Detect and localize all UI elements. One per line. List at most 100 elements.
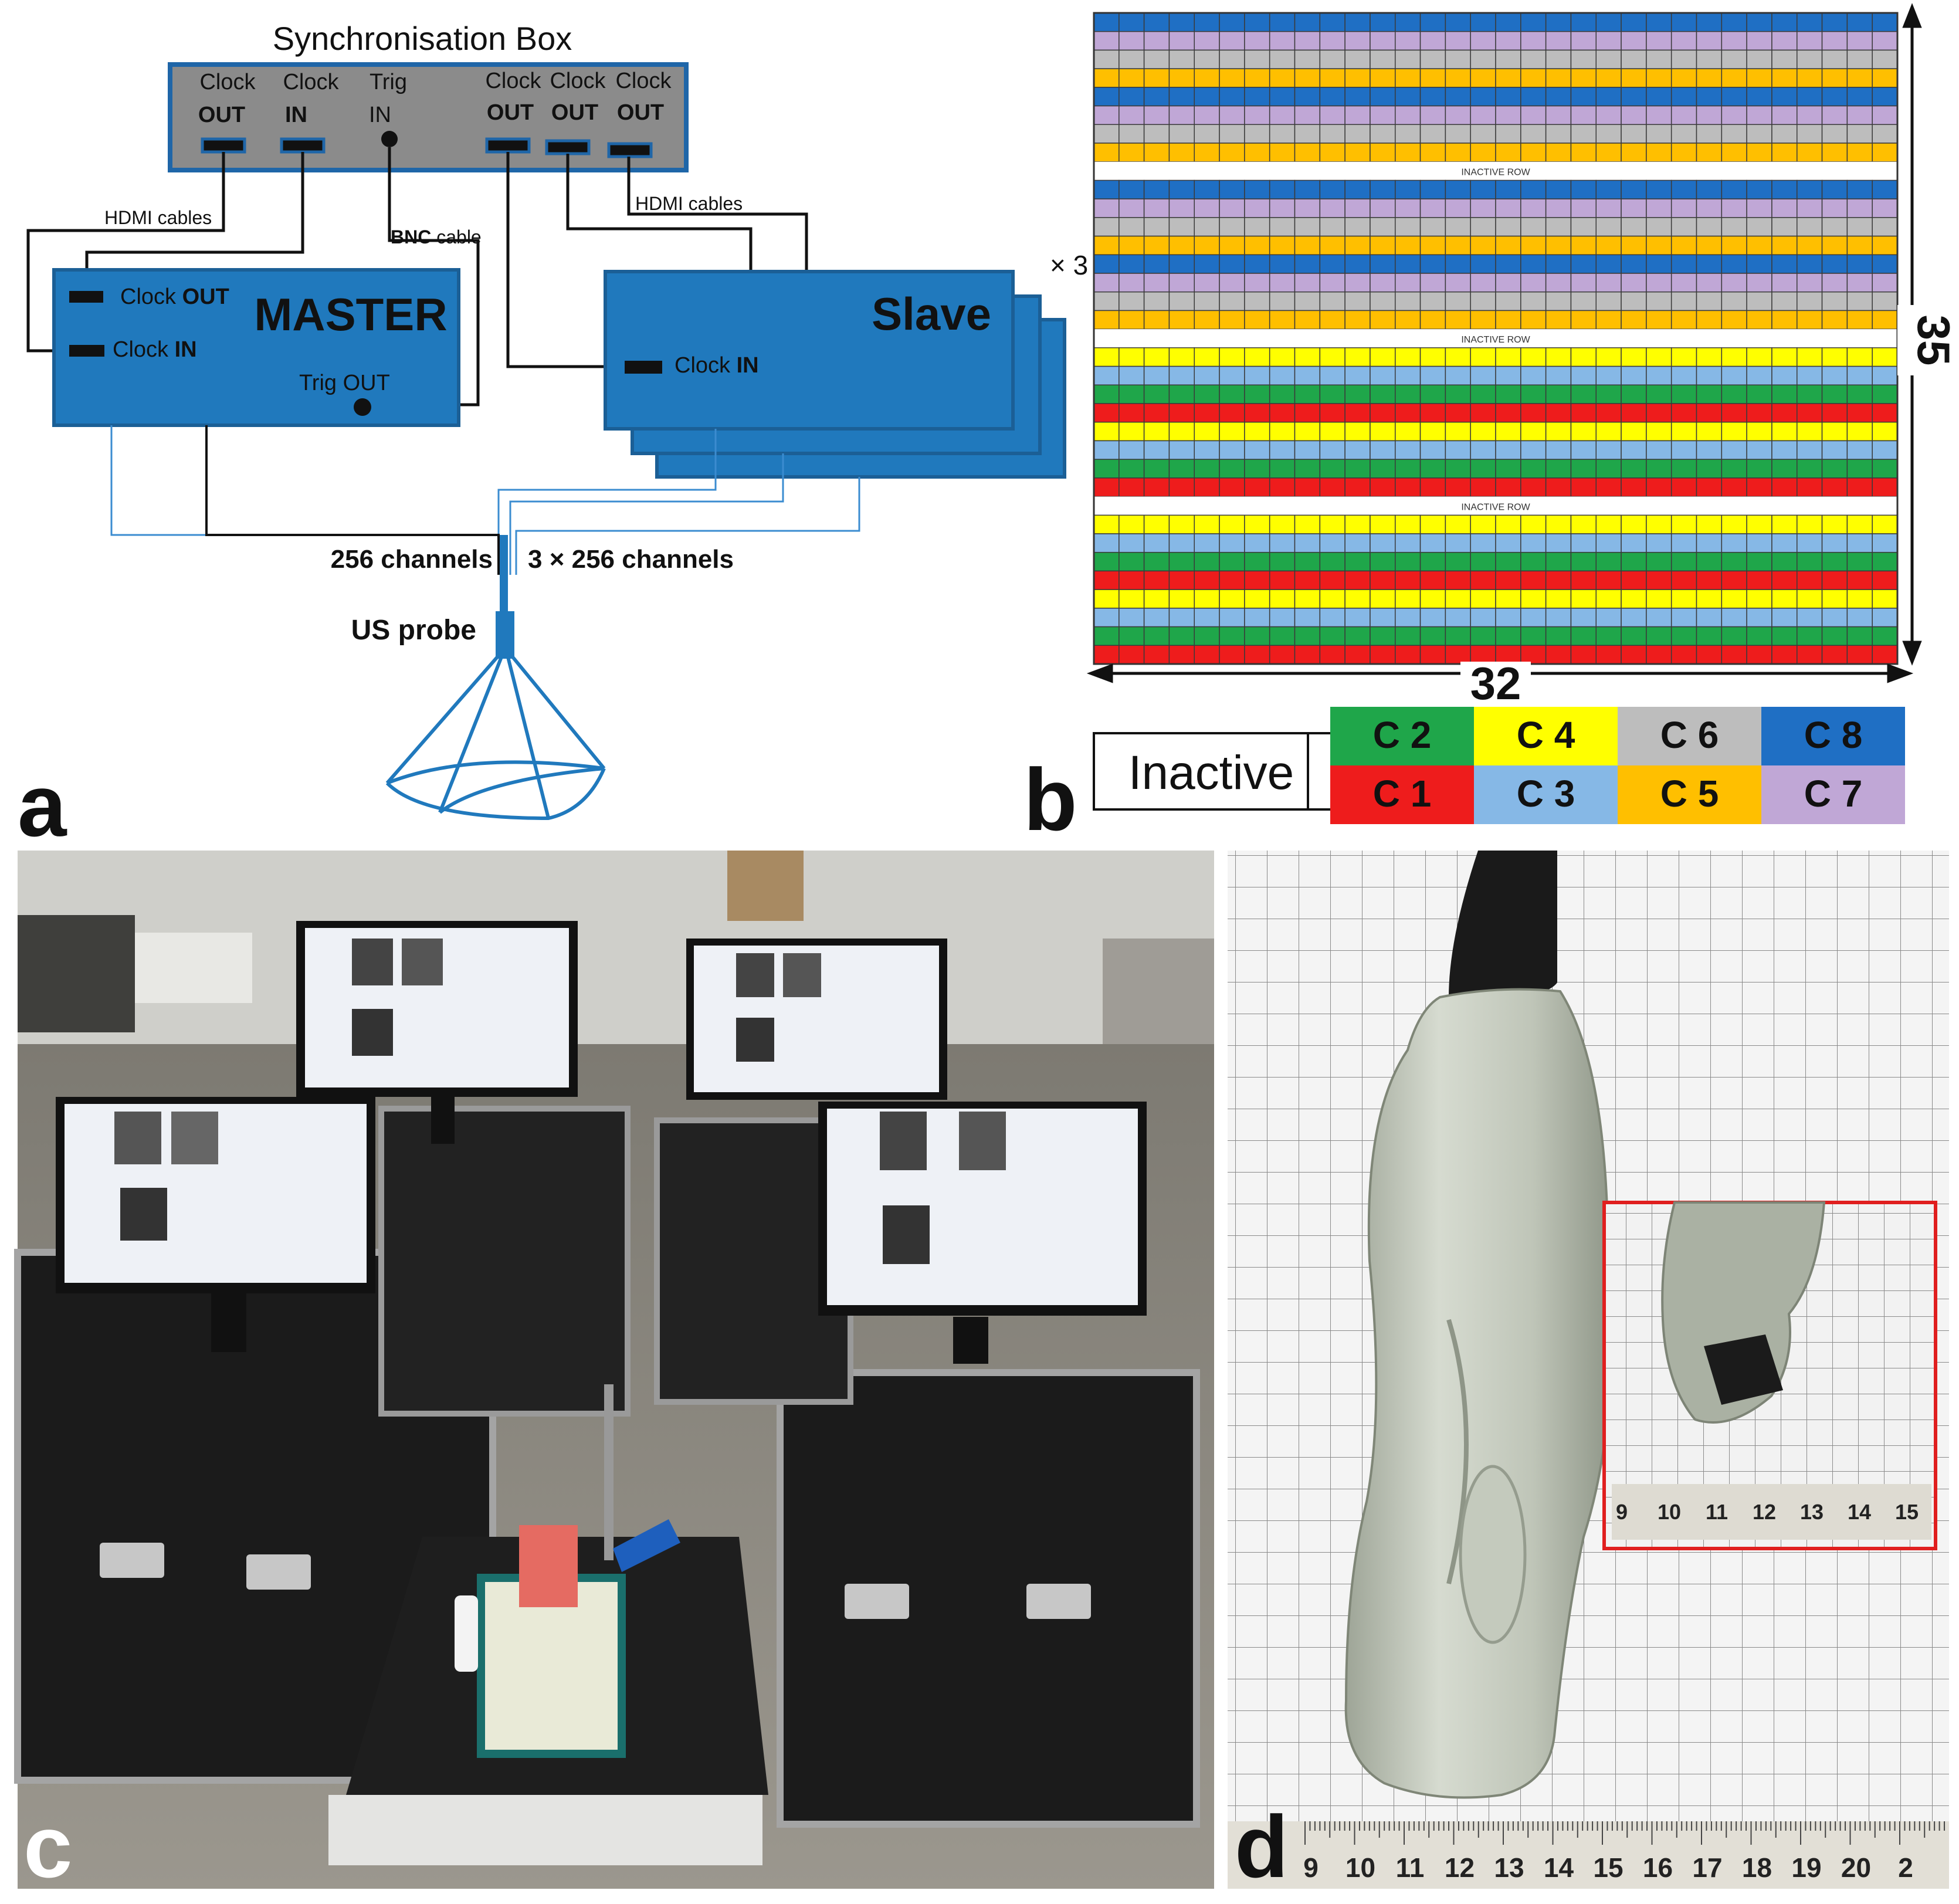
array-element-c4 (1545, 347, 1572, 367)
array-element-c3 (1570, 533, 1597, 553)
array-element-c6 (1646, 49, 1672, 69)
array-element-c7 (1595, 198, 1622, 218)
array-element-c4 (1244, 347, 1270, 367)
array-element-c6 (1771, 49, 1798, 69)
array-element-c3 (1194, 533, 1220, 553)
array-element-c2 (1746, 626, 1772, 646)
array-element-c1 (1670, 403, 1697, 423)
array-element-c4 (1119, 514, 1145, 534)
inactive-row (1094, 496, 1897, 516)
array-element-c1 (1093, 477, 1120, 497)
array-element-c2 (1269, 384, 1296, 404)
array-element-c1 (1119, 645, 1145, 665)
array-element-c4 (1646, 514, 1672, 534)
array-element-c8 (1570, 87, 1597, 107)
array-element-c3 (1470, 608, 1496, 628)
array-element-c5 (1219, 143, 1245, 162)
sync-box-title: Synchronisation Box (273, 20, 572, 57)
array-element-c1 (1846, 570, 1873, 590)
array-element-c8 (1470, 12, 1496, 32)
array-element-c8 (1771, 179, 1798, 199)
array-element-c6 (1495, 124, 1521, 144)
array-element-c5 (1797, 68, 1823, 88)
master-clock-out-bold: OUT (182, 284, 229, 309)
legend-label-c8: C 8 (1804, 714, 1863, 756)
array-element-c7 (1143, 105, 1170, 126)
array-element-c3 (1269, 440, 1296, 460)
array-element-c8 (1395, 12, 1421, 32)
array-element-c6 (1746, 217, 1772, 237)
legend-inactive-box (1093, 732, 1309, 811)
array-element-c2 (1419, 459, 1446, 479)
array-element-c3 (1194, 608, 1220, 628)
array-element-c4 (1419, 347, 1446, 367)
array-element-c5 (1370, 310, 1396, 330)
array-element-c3 (1821, 365, 1848, 386)
array-element-c6 (1797, 124, 1823, 144)
array-element-c6 (1119, 124, 1145, 144)
array-element-c3 (1470, 533, 1496, 553)
array-element-c6 (1470, 49, 1496, 69)
array-element-c4 (1344, 347, 1371, 367)
array-element-c7 (1545, 273, 1572, 293)
array-element-c4 (1570, 421, 1597, 442)
array-element-c8 (1119, 87, 1145, 107)
array-element-c1 (1219, 477, 1245, 497)
array-element-c1 (1696, 645, 1723, 665)
array-element-c8 (1797, 12, 1823, 32)
array-element-c8 (1168, 87, 1195, 107)
array-element-c3 (1445, 533, 1471, 553)
array-element-c6 (1093, 49, 1120, 69)
array-element-c6 (1646, 124, 1672, 144)
array-element-c8 (1319, 254, 1345, 274)
array-element-c4 (1370, 421, 1396, 442)
array-element-c1 (1545, 645, 1572, 665)
array-element-c1 (1244, 645, 1270, 665)
array-element-c1 (1570, 477, 1597, 497)
array-element-c3 (1495, 608, 1521, 628)
array-element-c7 (1445, 198, 1471, 218)
array-element-c1 (1269, 570, 1296, 590)
array-element-c7 (1520, 198, 1547, 218)
array-element-c7 (1821, 31, 1848, 51)
array-element-c7 (1319, 198, 1345, 218)
array-element-c8 (1495, 179, 1521, 199)
cable-clock-out-master-in (26, 152, 225, 353)
array-element-c4 (1520, 514, 1547, 534)
array-element-c4 (1194, 421, 1220, 442)
array-element-c8 (1219, 254, 1245, 274)
array-element-c5 (1093, 235, 1120, 256)
array-element-c5 (1646, 310, 1672, 330)
array-element-c1 (1470, 403, 1496, 423)
width-arrow-left (1086, 663, 1113, 683)
array-element-c5 (1319, 143, 1345, 162)
array-element-c7 (1721, 198, 1747, 218)
array-element-c4 (1395, 514, 1421, 534)
array-element-c1 (1570, 403, 1597, 423)
array-element-c8 (1093, 254, 1120, 274)
array-element-c4 (1797, 514, 1823, 534)
width-arrow-right (1887, 663, 1914, 683)
array-element-c2 (1344, 384, 1371, 404)
array-element-c2 (1570, 626, 1597, 646)
array-element-c8 (1746, 179, 1772, 199)
array-element-c6 (1721, 49, 1747, 69)
array-element-c3 (1244, 365, 1270, 386)
array-element-c7 (1495, 105, 1521, 126)
array-element-c3 (1696, 533, 1723, 553)
array-element-c8 (1520, 254, 1547, 274)
array-element-c5 (1419, 143, 1446, 162)
array-element-c3 (1570, 365, 1597, 386)
array-element-c4 (1495, 589, 1521, 609)
master-trig-out-connector (354, 398, 371, 416)
array-element-c6 (1846, 49, 1873, 69)
array-element-c4 (1445, 421, 1471, 442)
array-element-c6 (1119, 217, 1145, 237)
array-element-c2 (1269, 626, 1296, 646)
main-ruler-label: 2 (1898, 1852, 1913, 1883)
inset-ruler-label: 12 (1753, 1500, 1776, 1524)
array-element-c5 (1670, 235, 1697, 256)
array-element-c4 (1520, 347, 1547, 367)
array-element-c6 (1746, 49, 1772, 69)
